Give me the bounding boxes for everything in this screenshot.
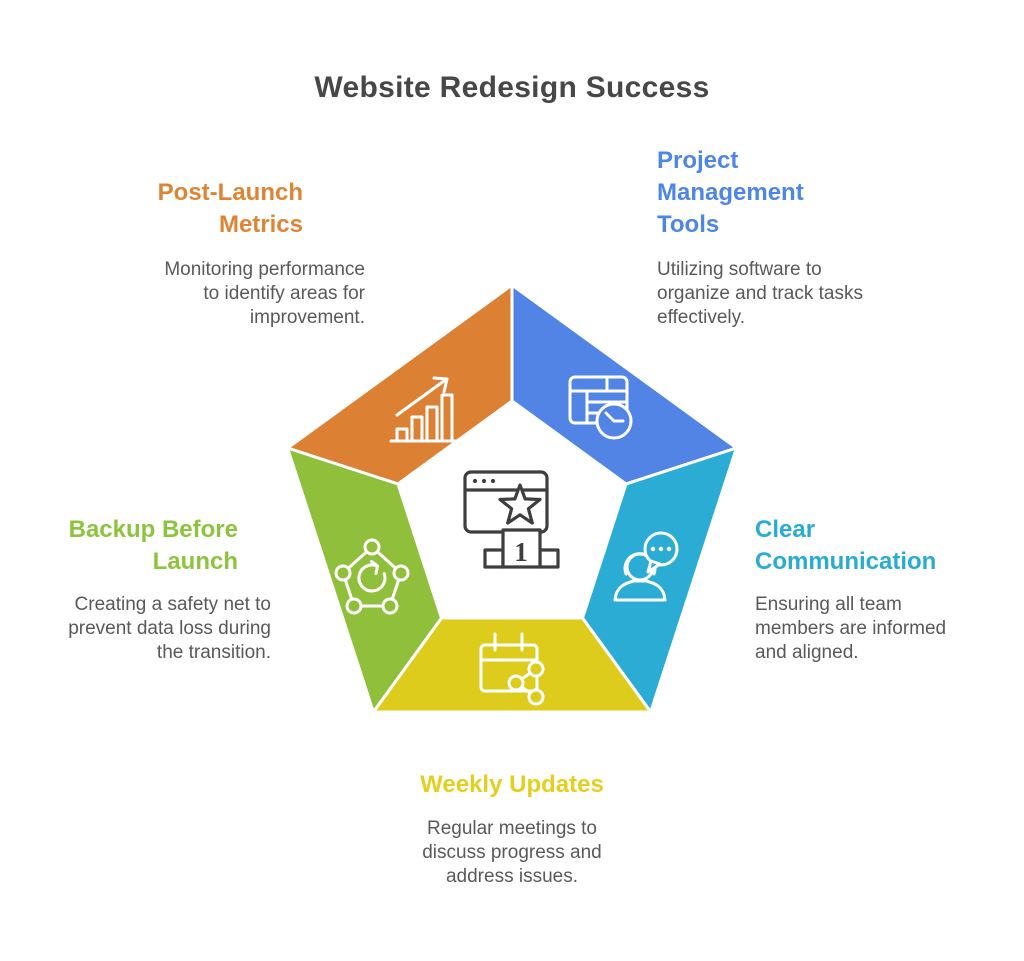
growth-chart-icon bbox=[389, 376, 461, 443]
body-backup-before-launch: Creating a safety net to prevent data lo… bbox=[68, 594, 271, 663]
body-weekly-updates: Regular meetings to discuss progress and… bbox=[422, 818, 602, 887]
task-table-clock-icon bbox=[568, 375, 633, 440]
rank-1-label: 1 bbox=[514, 537, 528, 567]
heading-project-management-tools: Project Management Tools bbox=[657, 147, 804, 238]
star-icon bbox=[498, 483, 542, 525]
body-project-management-tools: Utilizing software to organize and track… bbox=[657, 259, 863, 328]
segment-backup-before-launch bbox=[285, 445, 444, 716]
page-title: Website Redesign Success bbox=[314, 71, 710, 104]
pentagon-segments bbox=[284, 282, 740, 716]
heading-weekly-updates: Weekly Updates bbox=[420, 771, 604, 798]
body-clear-communication: Ensuring all team members are informed a… bbox=[755, 594, 947, 663]
heading-backup-before-launch: Backup Before Launch bbox=[68, 516, 238, 575]
backup-network-icon bbox=[334, 538, 410, 615]
heading-clear-communication: Clear Communication bbox=[755, 516, 937, 575]
heading-post-launch-metrics: Post-Launch Metrics bbox=[157, 179, 303, 238]
body-post-launch-metrics: Monitoring performance to identify areas… bbox=[164, 259, 365, 328]
winner-website-icon: 1 bbox=[463, 470, 560, 569]
person-chat-icon bbox=[613, 531, 679, 602]
calendar-share-icon bbox=[479, 632, 545, 706]
